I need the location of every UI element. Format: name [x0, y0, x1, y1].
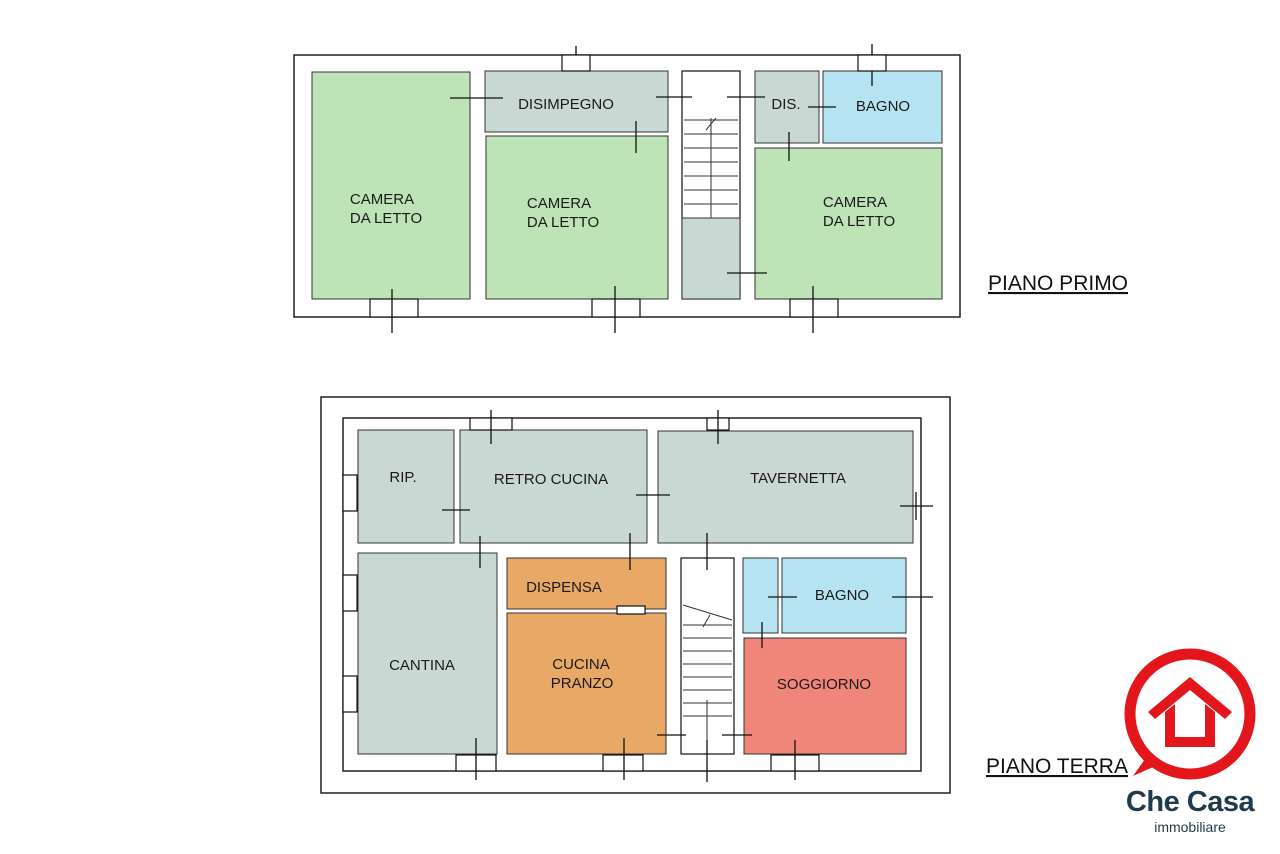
room-retro-cucina: [459, 429, 648, 544]
stairs-ground: [682, 604, 733, 740]
stair-landing-upper: [681, 217, 741, 300]
label-bagno-terra: BAGNO: [815, 587, 869, 604]
room-tavernetta: [657, 430, 914, 544]
label-camera-2-line2: DA LETTO: [527, 214, 599, 231]
label-bagno-primo: BAGNO: [856, 98, 910, 115]
label-dis: DIS.: [771, 96, 800, 113]
room-bagno-antibagno: [742, 557, 779, 634]
upper-room-labels: CAMERA DA LETTO DISIMPEGNO CAMERA DA LET…: [350, 96, 910, 231]
room-dispensa: [506, 557, 667, 610]
label-camera-2-line1: CAMERA: [527, 195, 591, 212]
label-camera-3-line2: DA LETTO: [823, 213, 895, 230]
floor-title-piano-primo: PIANO PRIMO: [988, 272, 1128, 295]
room-cantina: [357, 552, 498, 755]
room-camera-da-letto-1: [311, 71, 471, 300]
label-cantina: CANTINA: [389, 657, 455, 674]
logo-brand-name: Che Casa: [1125, 786, 1255, 818]
label-camera-1-line1: CAMERA: [350, 191, 414, 208]
room-soggiorno: [743, 637, 907, 755]
room-cucina-pranzo: [506, 612, 667, 755]
label-cucina-pranzo-line2: PRANZO: [551, 675, 614, 692]
ground-door-window-ticks: [342, 410, 933, 782]
label-disimpegno: DISIMPEGNO: [518, 96, 614, 113]
house-in-circle-icon: [1124, 648, 1256, 780]
room-rip: [357, 429, 455, 544]
upper-floor-plan: CAMERA DA LETTO DISIMPEGNO CAMERA DA LET…: [293, 44, 1128, 333]
upper-door-window-ticks: [369, 44, 887, 333]
label-cucina-pranzo-line1: CUCINA: [552, 656, 610, 673]
stairs-upper: [684, 117, 738, 218]
room-camera-da-letto-3: [754, 147, 943, 300]
label-dispensa: DISPENSA: [526, 579, 602, 596]
logo-mark: [1124, 648, 1256, 780]
label-retro-cucina: RETRO CUCINA: [494, 471, 608, 488]
ground-floor-outer-wall: [320, 396, 951, 794]
logo-subtitle: immobiliare: [1154, 819, 1226, 835]
ground-room-labels: RIP. RETRO CUCINA TAVERNETTA DISPENSA BA…: [389, 469, 871, 693]
label-tavernetta: TAVERNETTA: [750, 470, 846, 487]
label-soggiorno: SOGGIORNO: [777, 676, 871, 693]
room-bagno-terra: [781, 557, 907, 634]
label-camera-3-line1: CAMERA: [823, 194, 887, 211]
label-rip: RIP.: [389, 469, 416, 486]
label-camera-1-line2: DA LETTO: [350, 210, 422, 227]
ground-floor-plan: RIP. RETRO CUCINA TAVERNETTA DISPENSA BA…: [320, 396, 1128, 794]
room-camera-da-letto-2: [485, 135, 669, 300]
floor-title-piano-terra: PIANO TERRA: [986, 755, 1128, 778]
